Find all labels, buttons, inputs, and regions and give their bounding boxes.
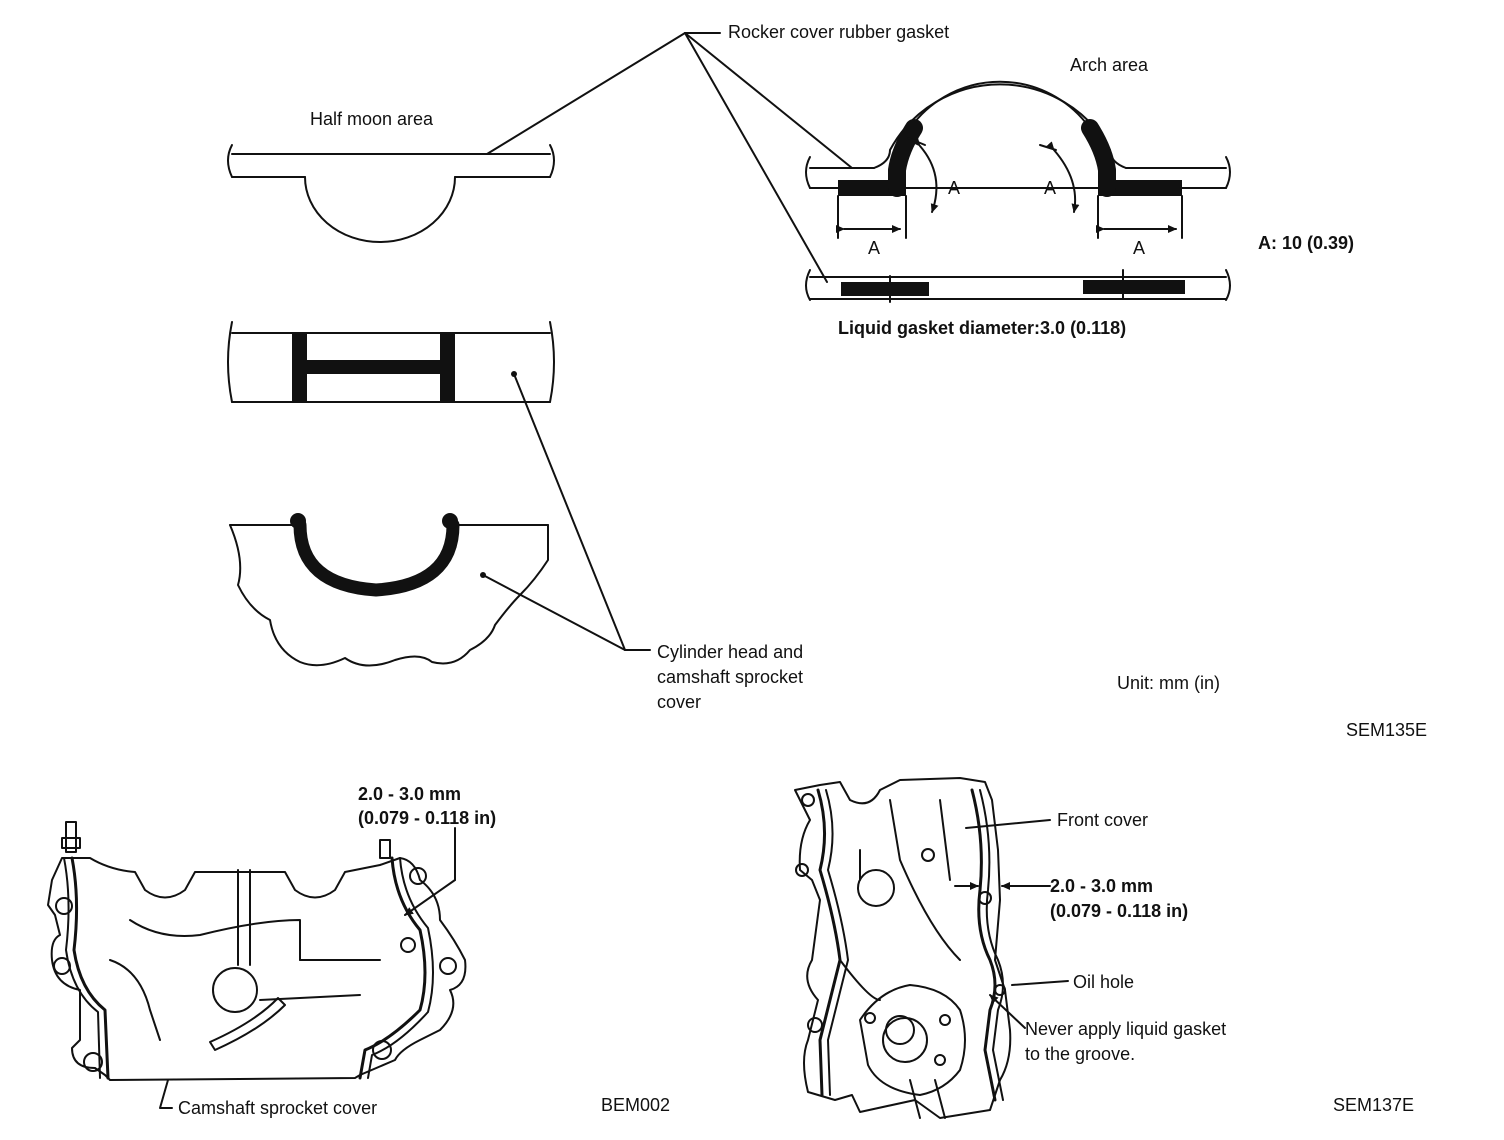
h-pattern-strip: [227, 321, 555, 403]
liquid-gasket-diameter-label: Liquid gasket diameter:3.0 (0.118): [838, 318, 1127, 338]
dimension-a-value: A: 10 (0.39): [1258, 233, 1355, 253]
dimension-a-label-lower-left: A: [868, 238, 881, 258]
arch-strip: [805, 80, 1231, 239]
groove-note-line2: to the groove.: [1025, 1044, 1136, 1064]
half-moon-strip: [227, 144, 555, 243]
groove-note-line1: Never apply liquid gasket: [1025, 1019, 1227, 1039]
bead-width-label-right-line1: 2.0 - 3.0 mm: [1050, 876, 1154, 896]
figure-code-sem137e: SEM137E: [1333, 1095, 1415, 1115]
front-cover-drawing: [794, 777, 1069, 1119]
bead-width-label-left-line2: (0.079 - 0.118 in): [358, 808, 497, 828]
unit-label: Unit: mm (in): [1117, 673, 1220, 693]
cylinder-head-leaders: [482, 373, 651, 651]
cylinder-head-label-line3: cover: [657, 692, 702, 712]
cylinder-head-label-line1: Cylinder head and: [657, 642, 804, 662]
dimension-a-label-lower-right: A: [1133, 238, 1146, 258]
front-cover-label: Front cover: [1057, 810, 1149, 830]
bead-width-label-left-line1: 2.0 - 3.0 mm: [358, 784, 462, 804]
camshaft-cover-drawing: [47, 821, 467, 1109]
cylinder-head-label-line2: camshaft sprocket: [657, 667, 804, 687]
figure-code-sem135e: SEM135E: [1346, 720, 1428, 740]
dimension-a-label-upper-right: A: [1044, 178, 1057, 198]
dimension-a-label-upper-left: A: [948, 178, 961, 198]
rocker-cover-gasket-label: Rocker cover rubber gasket: [728, 22, 950, 42]
oil-hole-label: Oil hole: [1073, 972, 1135, 992]
figure-code-bem002: BEM002: [601, 1095, 671, 1115]
cylinder-head-block: [229, 513, 549, 667]
half-moon-area-label: Half moon area: [310, 109, 434, 129]
bead-strip: [805, 269, 1231, 303]
rocker-gasket-leaders: [486, 32, 853, 283]
camshaft-sprocket-cover-label: Camshaft sprocket cover: [178, 1098, 378, 1118]
arch-area-label: Arch area: [1070, 55, 1149, 75]
bead-width-label-right-line2: (0.079 - 0.118 in): [1050, 901, 1189, 921]
